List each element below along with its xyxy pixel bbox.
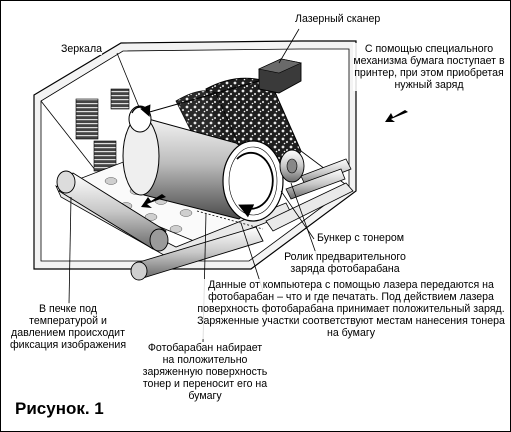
- flow-arrows: [141, 110, 408, 208]
- precharge-roller: [279, 149, 305, 183]
- precharge-roller-label: Ролик предварительного заряда фотобараба…: [283, 251, 407, 275]
- figure-caption: Рисунок. 1: [15, 399, 104, 418]
- laser-scanner-label: Лазерный сканер: [295, 13, 381, 25]
- rear-panel: [75, 88, 130, 172]
- paper-sheet: [55, 182, 354, 260]
- photo-drum: [122, 116, 284, 230]
- laser-data-label: Данные от компьютера с помощью лазера пе…: [193, 279, 509, 339]
- right-rollers: [285, 158, 352, 200]
- mirrors-label: Зеркала: [61, 43, 103, 55]
- mirror: [128, 104, 152, 133]
- laser-beam: [145, 80, 260, 114]
- toner-hopper-label: Бункер с тонером: [317, 232, 405, 244]
- drum-label: Фотобарабан набирает на положительно зар…: [141, 342, 269, 402]
- paper-mechanism-label: С помощью специального механизма бумага …: [353, 43, 505, 91]
- bottom-roller: [130, 226, 264, 281]
- fuser-roller: [56, 170, 169, 252]
- fuser-label: В печке под температурой и давлением про…: [7, 303, 129, 351]
